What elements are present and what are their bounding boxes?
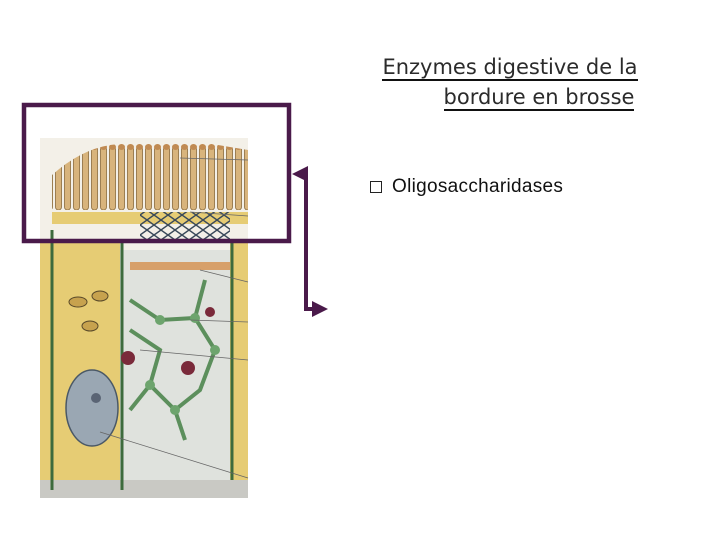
bullet-square-icon bbox=[370, 181, 382, 193]
zonula-band bbox=[130, 262, 230, 270]
title-line-1: Enzymes digestive de la bbox=[382, 55, 638, 81]
label-lines bbox=[99, 157, 249, 479]
cell-membranes bbox=[50, 230, 234, 490]
bullet-item: Oligosaccharidases bbox=[370, 176, 563, 198]
nucleus bbox=[65, 369, 119, 447]
mitochondria bbox=[68, 290, 109, 332]
title-line-2: bordure en brosse bbox=[443, 85, 635, 111]
network-nodes bbox=[145, 313, 220, 415]
terminal-web-mesh bbox=[140, 212, 230, 242]
desmosomes bbox=[121, 307, 215, 375]
bullet-text: Oligosaccharidases bbox=[392, 176, 564, 197]
nucleolus bbox=[91, 393, 101, 403]
slide-title: Enzymes digestive de la bordure en bross… bbox=[340, 52, 700, 112]
connector-arrow bbox=[292, 166, 328, 317]
highlight-frame bbox=[21, 102, 292, 244]
cytoskeleton-network bbox=[128, 279, 218, 441]
